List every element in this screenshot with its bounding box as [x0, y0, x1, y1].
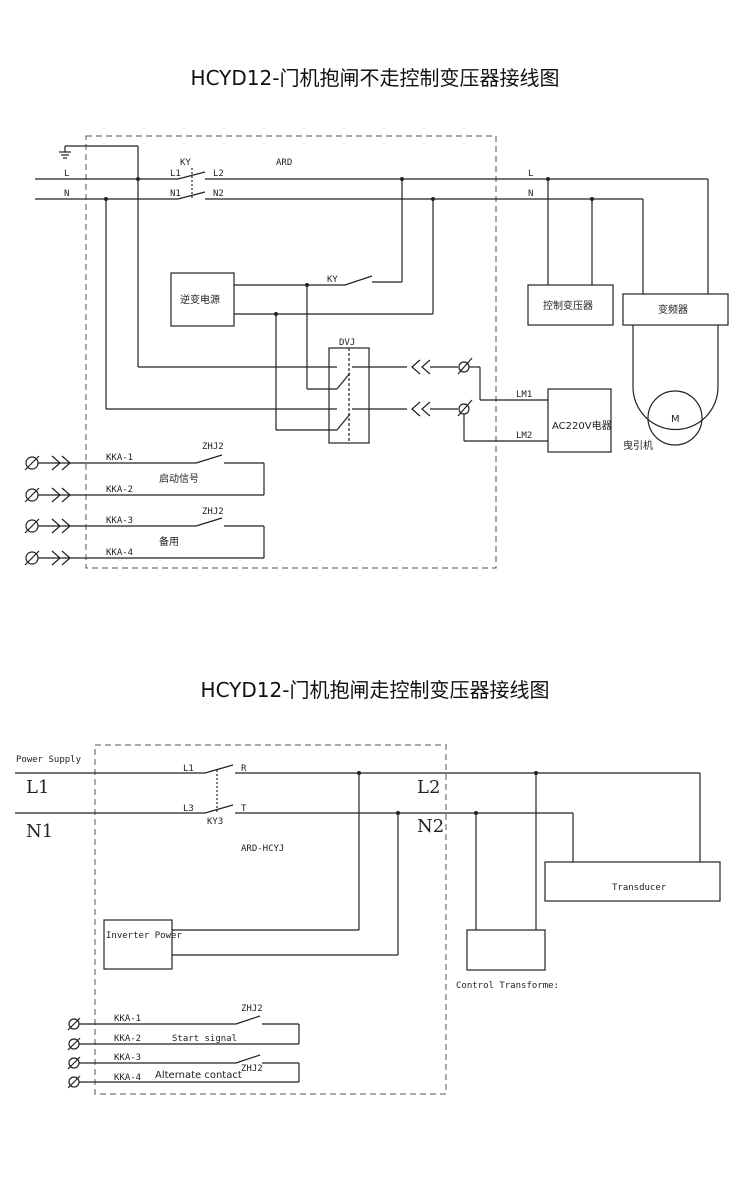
power-supply-label: Power Supply: [16, 755, 82, 765]
l-out-label: L: [528, 169, 533, 179]
n1-big-label: N1: [26, 821, 53, 842]
n-label: N: [64, 189, 69, 199]
inverter-power-label: Inverter Power: [106, 931, 182, 941]
traction-machine-label: 曳引机: [623, 439, 653, 452]
l2-label: L2: [213, 169, 224, 179]
control-transformer-box-2: [466, 929, 546, 971]
diagram1-title: HCYD12-门机抱闸不走控制变压器接线图: [190, 66, 560, 90]
kka3-label: KKA-3: [106, 516, 133, 526]
l2-big-label: L2: [417, 777, 440, 798]
sw-t-label: T: [241, 804, 247, 814]
brake-label: AC220V电器: [552, 419, 612, 432]
motor-icon: [647, 390, 703, 446]
ard-boundary-1: [85, 135, 497, 569]
connector-symbol: [411, 357, 473, 417]
frequency-converter-box: [622, 293, 729, 326]
ard-hcyj-label: ARD-HCYJ: [241, 844, 284, 854]
inverter-label: 逆变电源: [180, 293, 220, 306]
kka-connectors: [24, 455, 71, 566]
kka2-label: KKA-2: [106, 485, 133, 495]
ky3-label: KY3: [207, 817, 223, 827]
zhj2-label-2b: ZHJ2: [241, 1064, 263, 1074]
kka1-label-2: KKA-1: [114, 1014, 141, 1024]
ky-contact-label: KY: [327, 275, 338, 285]
ard-label: ARD: [276, 158, 292, 168]
diagram1: L N KY L1 L2 N1 N2 ARD L N 逆变电源: [24, 135, 729, 569]
zhj2-label-a: ZHJ2: [202, 442, 224, 452]
inverter-box: [170, 272, 235, 327]
l-label: L: [64, 169, 69, 179]
transducer-box: [544, 861, 721, 902]
n1-label: N1: [170, 189, 181, 199]
control-transformer-label-2: Control Transforme:: [456, 981, 559, 991]
kka1-label: KKA-1: [106, 453, 133, 463]
kka4-label-2: KKA-4: [114, 1073, 141, 1083]
dvj-label: DVJ: [339, 338, 355, 348]
alternate-contact-label: Alternate contact: [155, 1070, 242, 1081]
l1-label: L1: [170, 169, 181, 179]
ky-switch: [177, 168, 206, 200]
kka3-label-2: KKA-3: [114, 1053, 141, 1063]
diagram2: Power Supply L1 N1 L2 N2 L1 R L3 T KY3 A…: [15, 744, 721, 1095]
sw-r-label: R: [241, 764, 247, 774]
zhj2-label-b: ZHJ2: [202, 507, 224, 517]
lm1-label: LM1: [516, 390, 532, 400]
transducer-label: Transducer: [612, 883, 667, 893]
frequency-converter-label: 变频器: [658, 303, 688, 316]
ard-boundary-2: [94, 744, 447, 1095]
sw-l3-label: L3: [183, 804, 194, 814]
brake-box: [547, 388, 612, 453]
start-signal-label: 启动信号: [159, 472, 199, 485]
ky-label: KY: [180, 158, 191, 168]
sw-l1-label: L1: [183, 764, 194, 774]
inverter-power-box: [103, 919, 173, 970]
ground-icon: [59, 145, 138, 159]
zhj2-label-2a: ZHJ2: [241, 1004, 263, 1014]
kka2-label-2: KKA-2: [114, 1034, 141, 1044]
n2-big-label: N2: [417, 816, 444, 837]
l1-big-label: L1: [26, 777, 49, 798]
diagram2-title: HCYD12-门机抱闸走控制变压器接线图: [200, 678, 550, 702]
start-signal-label-2: Start signal: [172, 1034, 237, 1044]
n2-label: N2: [213, 189, 224, 199]
spare-label: 备用: [159, 535, 179, 548]
control-transformer-label: 控制变压器: [543, 299, 593, 312]
lm2-label: LM2: [516, 431, 532, 441]
kka-connectors-2: [67, 1017, 81, 1089]
kka4-label: KKA-4: [106, 548, 133, 558]
control-transformer-box: [527, 284, 614, 326]
motor-label: M: [671, 414, 680, 425]
n-out-label: N: [528, 189, 533, 199]
